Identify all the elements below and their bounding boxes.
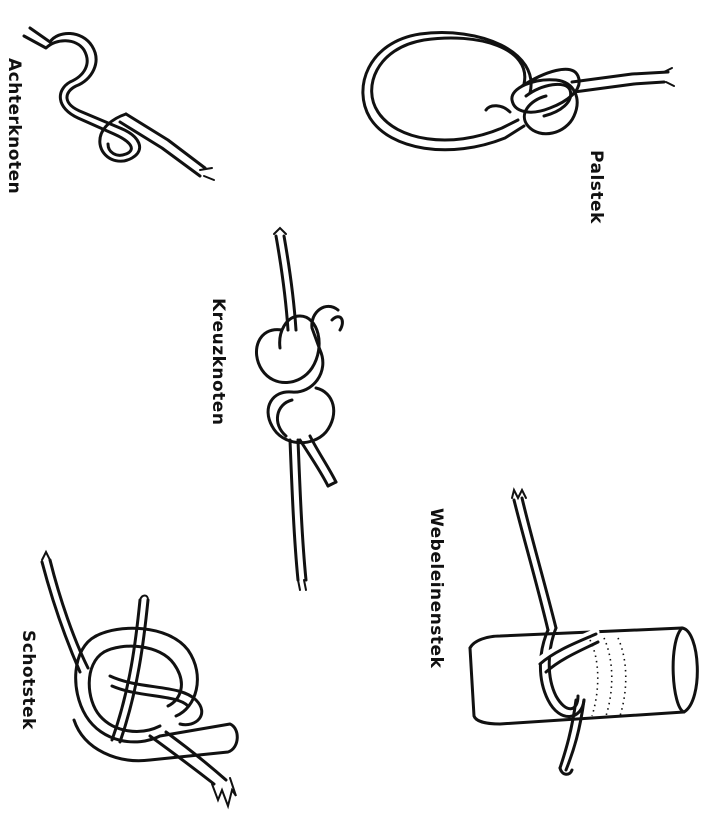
webeleinenstek-label: Webeleinenstek	[426, 508, 446, 668]
kreuzknoten-drawing	[256, 228, 342, 590]
achterknoten-label: Achterknoten	[4, 58, 24, 194]
schotstek-label: Schotstek	[18, 630, 38, 730]
kreuzknoten-label: Kreuzknoten	[208, 298, 228, 425]
palstek-label: Palstek	[586, 150, 606, 224]
schotstek-drawing	[42, 552, 237, 806]
achterknoten-drawing	[24, 28, 214, 180]
palstek-drawing	[363, 33, 674, 150]
webeleinenstek-drawing	[470, 490, 697, 774]
